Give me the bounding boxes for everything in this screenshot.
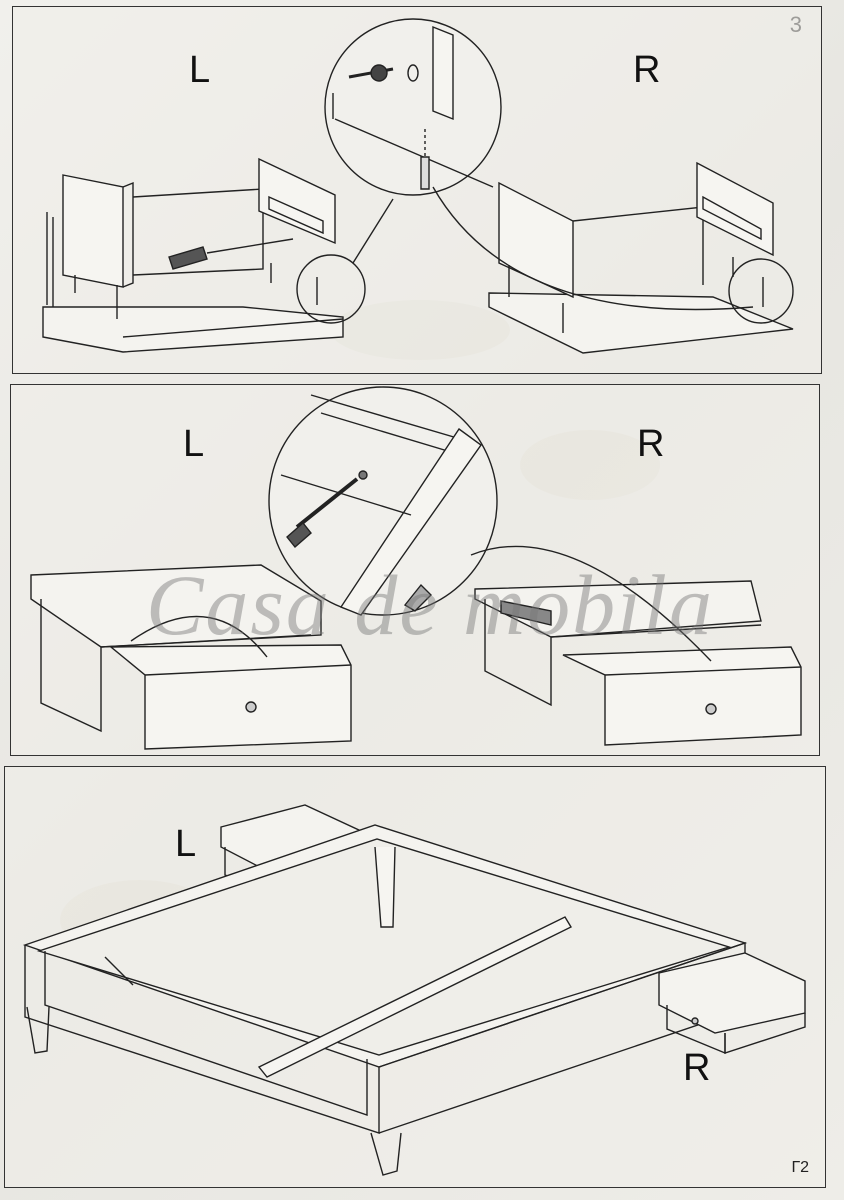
bed-frame-with-nightstands-illustration <box>22 804 806 1176</box>
right-side-label: R <box>633 49 661 91</box>
drawer-knob-icon <box>691 1017 699 1025</box>
left-side-label: L <box>189 49 211 91</box>
drawer-insert-illustration <box>30 386 802 750</box>
screwdriver-icon <box>286 470 368 549</box>
drawer-knob-icon <box>705 703 717 715</box>
step-panel-1: L R MI <box>12 6 822 374</box>
left-side-label: L <box>183 423 205 465</box>
drawer-frame-assembly-illustration <box>42 18 794 354</box>
screwdriver-icon <box>168 238 294 270</box>
dowel-icon <box>74 263 318 319</box>
corner-mark: Г2 <box>791 1159 809 1176</box>
drawer-knob-icon <box>245 701 257 713</box>
left-side-label: L <box>175 823 197 865</box>
right-side-label: R <box>637 423 665 465</box>
step-panel-2: L R EB <box>10 384 820 756</box>
right-side-label: R <box>683 1047 711 1089</box>
watermark-text: Casa de mobila <box>146 557 714 653</box>
step-panel-3: L R Г2 <box>4 766 826 1188</box>
